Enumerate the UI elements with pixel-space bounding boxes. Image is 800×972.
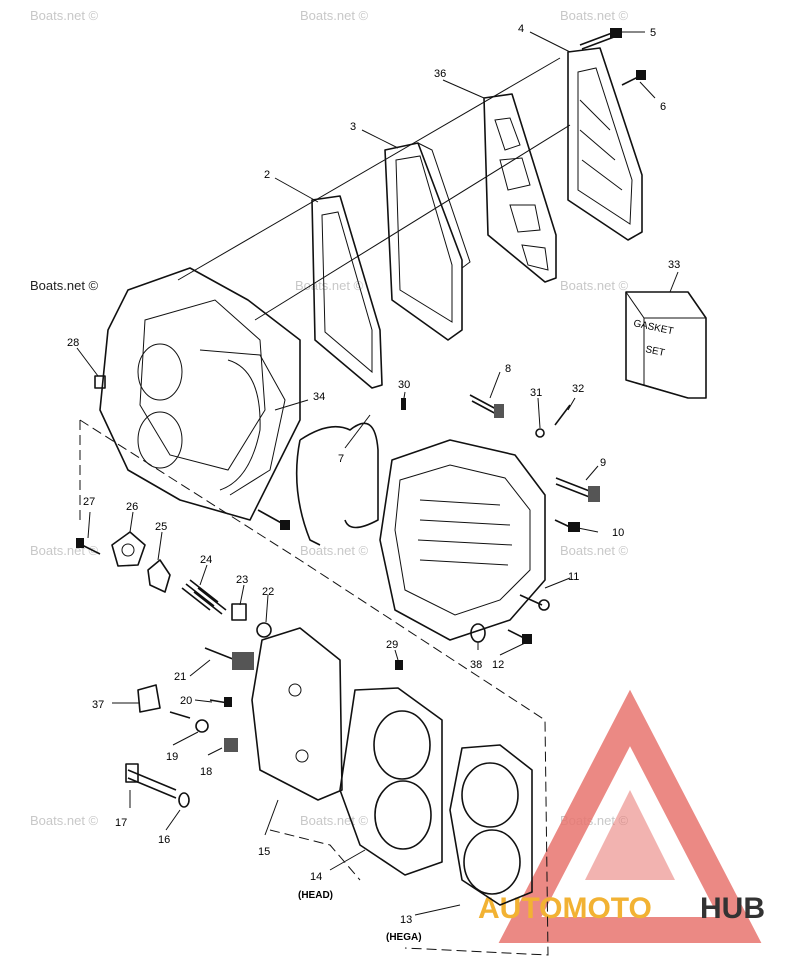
watermark: Boats.net © bbox=[300, 813, 369, 828]
callout-11: 11 bbox=[568, 571, 579, 583]
watermark: Boats.net © bbox=[30, 278, 99, 293]
screw-32 bbox=[554, 404, 571, 426]
callout-30: 30 bbox=[398, 379, 410, 391]
automotohub-logo: AUTOMOTO HUB bbox=[478, 689, 765, 943]
callout-6: 6 bbox=[660, 101, 666, 113]
screw-20 bbox=[209, 697, 232, 707]
callout-26: 26 bbox=[126, 501, 138, 513]
screw-12 bbox=[507, 629, 532, 644]
washer-22 bbox=[256, 622, 272, 638]
callout-28: 28 bbox=[67, 337, 79, 349]
callout-29: 29 bbox=[386, 639, 398, 651]
screw-10 bbox=[554, 519, 580, 532]
callout-31: 31 bbox=[530, 387, 542, 399]
callout-5: 5 bbox=[650, 27, 656, 39]
gasket-set-box: GASKET SET bbox=[625, 291, 707, 399]
seal-wire-7 bbox=[295, 422, 379, 546]
callout-24: 24 bbox=[200, 554, 212, 566]
sensor-21 bbox=[204, 647, 254, 670]
bolt-8 bbox=[469, 394, 504, 418]
callout-10: 10 bbox=[612, 527, 624, 539]
callout-37: 37 bbox=[92, 699, 104, 711]
callout-7: 7 bbox=[338, 453, 344, 465]
callout-4: 4 bbox=[518, 23, 524, 35]
callout-14: 14 bbox=[310, 871, 322, 883]
washer-31 bbox=[535, 428, 545, 438]
callout-8: 8 bbox=[505, 363, 511, 375]
callout-21: 21 bbox=[174, 671, 186, 683]
bolt-17 bbox=[125, 763, 177, 799]
thermostat-cover-26 bbox=[111, 531, 146, 567]
callout-22: 22 bbox=[262, 586, 274, 598]
head-gasket-13 bbox=[449, 744, 533, 906]
callout-19: 19 bbox=[166, 751, 178, 763]
gasket-box-text-2: SET bbox=[644, 344, 665, 359]
callout-34: 34 bbox=[313, 391, 325, 403]
watermark: Boats.net © bbox=[560, 278, 629, 293]
leader-lines bbox=[76, 31, 679, 916]
fitting-18 bbox=[224, 738, 238, 752]
decal-37 bbox=[137, 684, 161, 713]
watermark: Boats.net © bbox=[30, 8, 99, 23]
watermark: Boats.net © bbox=[560, 8, 629, 23]
subtitle-head: (HEAD) bbox=[298, 890, 333, 901]
callout-20: 20 bbox=[180, 695, 192, 707]
callout-23: 23 bbox=[236, 574, 248, 586]
cover-3 bbox=[384, 142, 471, 341]
gasket-2 bbox=[311, 195, 383, 389]
pin-30 bbox=[401, 398, 406, 410]
callout-9: 9 bbox=[600, 457, 606, 469]
callout-12: 12 bbox=[492, 659, 504, 671]
callout-15: 15 bbox=[258, 846, 270, 858]
cover-4 bbox=[567, 47, 643, 241]
nut-29 bbox=[395, 660, 403, 670]
callout-25: 25 bbox=[155, 521, 167, 533]
callout-32: 32 bbox=[572, 383, 584, 395]
bolt-9 bbox=[555, 477, 600, 502]
callout-33: 33 bbox=[668, 259, 680, 271]
washer-19 bbox=[195, 719, 209, 733]
logo-text-automoto: AUTOMOTO bbox=[478, 892, 652, 925]
center-block bbox=[379, 439, 546, 641]
screw-6 bbox=[621, 70, 646, 86]
pin-19 bbox=[169, 711, 191, 719]
screw-11 bbox=[519, 594, 550, 611]
screw-27 bbox=[76, 538, 101, 555]
logo-text-hub: HUB bbox=[700, 892, 765, 925]
callout-labels: 2 3 4 5 6 7 8 9 10 11 12 13 14 15 16 17 … bbox=[67, 23, 680, 943]
valve-23 bbox=[231, 603, 247, 621]
callout-17: 17 bbox=[115, 817, 127, 829]
callout-38: 38 bbox=[470, 659, 482, 671]
watermarks: Boats.net © Boats.net © Boats.net © Boat… bbox=[30, 8, 629, 828]
spring-24 bbox=[181, 579, 227, 615]
cylinder-head-14 bbox=[339, 687, 443, 876]
gasket-box-text-1: GASKET bbox=[632, 318, 674, 337]
watermark: Boats.net © bbox=[295, 278, 364, 293]
callout-27: 27 bbox=[83, 496, 95, 508]
watermark: Boats.net © bbox=[300, 543, 369, 558]
watermark: Boats.net © bbox=[560, 543, 629, 558]
watermark: Boats.net © bbox=[30, 543, 99, 558]
callout-2: 2 bbox=[264, 169, 270, 181]
callout-18: 18 bbox=[200, 766, 212, 778]
gasket-25 bbox=[147, 559, 171, 593]
watermark: Boats.net © bbox=[30, 813, 99, 828]
gasket-36 bbox=[483, 93, 557, 283]
callout-36: 36 bbox=[434, 68, 446, 80]
plug-28 bbox=[94, 375, 106, 389]
callout-16: 16 bbox=[158, 834, 170, 846]
callout-13: 13 bbox=[400, 914, 412, 926]
crankcase bbox=[99, 267, 301, 521]
bolt-34 bbox=[257, 509, 290, 530]
screw-5 bbox=[579, 28, 622, 50]
callout-3: 3 bbox=[350, 121, 356, 133]
cover-plate-15 bbox=[251, 627, 343, 801]
subtitle-hega: (HEGA) bbox=[386, 932, 422, 943]
watermark: Boats.net © bbox=[300, 8, 369, 23]
washer-16 bbox=[178, 792, 190, 808]
